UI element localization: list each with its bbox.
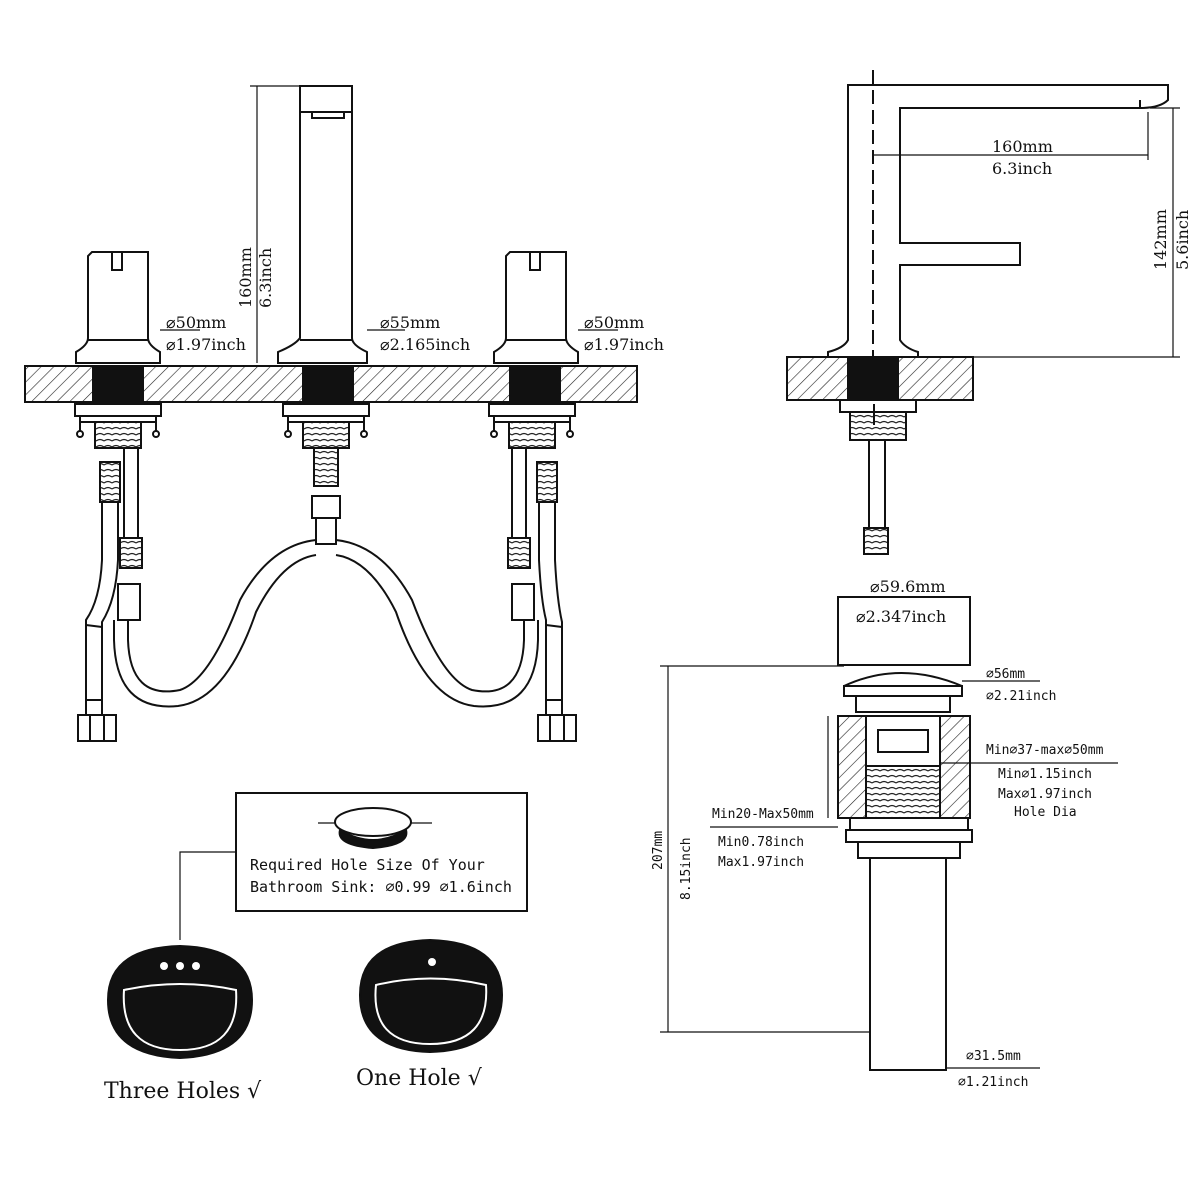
three-holes-label: Three Holes √ (104, 1079, 262, 1104)
total-length-mm: 207mm (651, 831, 666, 870)
left-handle-mm: ⌀50mm (166, 313, 226, 332)
spout-connector (282, 403, 370, 545)
hole-dia-line2: Min⌀1.15inch (998, 767, 1092, 782)
thickness-line3: Max1.97inch (718, 855, 804, 870)
cap-dimension-box (837, 596, 971, 666)
one-hole-label: One Hole √ (356, 1066, 483, 1091)
hole-dia-line3: Max⌀1.97inch (998, 787, 1092, 802)
front-view (24, 85, 638, 742)
reach-mm: 160mm (992, 137, 1053, 156)
center-spout (277, 85, 368, 364)
right-valve-assembly (488, 403, 577, 742)
connection-hose (113, 539, 539, 708)
three-hole-sink (106, 944, 254, 1060)
hole-dia-line1: Min⌀37-max⌀50mm (986, 743, 1104, 758)
total-length-inch: 8.15inch (679, 837, 694, 900)
sink-labels: Three Holes √ One Hole √ (104, 1066, 483, 1104)
drain-labels: ⌀59.6mm ⌀2.347inch ⌀56mm ⌀2.21inch Min⌀3… (651, 577, 1104, 1090)
one-hole-sink (358, 938, 504, 1054)
right-handle-inch: ⌀1.97inch (584, 335, 664, 354)
hole-dia-line4: Hole Dia (1014, 805, 1077, 820)
cap-diameter-inch: ⌀2.347inch (856, 607, 946, 626)
pop-up-drain (660, 596, 1118, 1071)
reach-inch: 6.3inch (992, 159, 1052, 178)
thickness-line2: Min0.78inch (718, 835, 804, 850)
cap-diameter-mm: ⌀59.6mm (870, 577, 946, 596)
right-handle-mm: ⌀50mm (584, 313, 644, 332)
left-valve-assembly (74, 403, 162, 742)
spout-height-inch: 6.3inch (256, 248, 275, 308)
thickness-line1: Min20-Max50mm (712, 807, 814, 822)
spout-base-inch: ⌀2.165inch (380, 335, 470, 354)
height-inch: 5.6inch (1173, 210, 1192, 270)
left-handle (75, 251, 161, 364)
side-view-labels: 160mm 6.3inch 142mm 5.6inch (992, 137, 1192, 270)
spout-height-mm: 160mm (236, 247, 255, 308)
right-handle (493, 251, 579, 364)
side-view (786, 70, 1180, 555)
left-handle-inch: ⌀1.97inch (166, 335, 246, 354)
tail-diameter-mm: ⌀31.5mm (966, 1049, 1021, 1064)
flange-diameter-mm: ⌀56mm (986, 667, 1025, 682)
hole-note-line2: Bathroom Sink: ⌀0.99 ⌀1.6inch (250, 878, 512, 896)
flange-diameter-inch: ⌀2.21inch (986, 689, 1056, 704)
spout-base-mm: ⌀55mm (380, 313, 440, 332)
tail-diameter-inch: ⌀1.21inch (958, 1075, 1028, 1090)
front-view-labels: 160mm 6.3inch ⌀50mm ⌀1.97inch ⌀55mm ⌀2.1… (166, 247, 664, 354)
hole-size-note (179, 792, 528, 940)
height-mm: 142mm (1151, 209, 1170, 270)
hole-note-labels: Required Hole Size Of Your Bathroom Sink… (250, 856, 512, 896)
hole-note-line1: Required Hole Size Of Your (250, 856, 485, 874)
